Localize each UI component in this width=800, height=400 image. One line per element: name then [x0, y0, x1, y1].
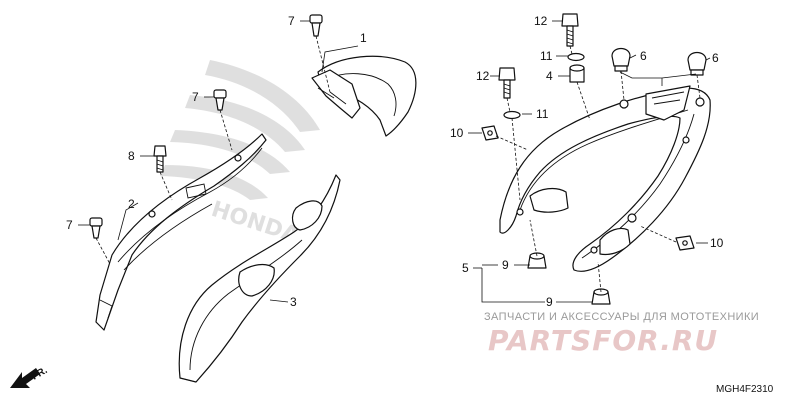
washer-icon: [567, 52, 585, 62]
washer-icon: [503, 110, 521, 120]
callout-9a: 9: [502, 258, 509, 272]
front-label: FR.: [30, 365, 50, 383]
collar-icon: [569, 64, 585, 83]
clip-icon: [89, 217, 103, 239]
nut-clip-icon: [675, 235, 695, 251]
callout-5: 5: [462, 261, 469, 275]
cap-icon: [687, 51, 707, 76]
watermark: ЗАПЧАСТИ И АКСЕССУАРЫ ДЛЯ МОТОТЕХНИКИ PA…: [484, 311, 759, 357]
leader-lines-left: [78, 20, 359, 303]
cap-icon: [611, 47, 631, 72]
callout-labels: 1 2 3 4 5 6 6 7 7 7 8 9 9 10 10 11 11 12…: [66, 14, 724, 309]
front-direction-arrow: FR.: [10, 365, 50, 388]
watermark-brand: PARTSFOR.RU: [488, 324, 718, 357]
right-side-panel-part: [178, 174, 341, 383]
left-side-panel-part: [95, 133, 267, 331]
watermark-tagline: ЗАПЧАСТИ И АКСЕССУАРЫ ДЛЯ МОТОТЕХНИКИ: [484, 311, 759, 323]
callout-7a: 7: [288, 14, 295, 28]
leader-lines-right: [468, 20, 711, 303]
callout-9b: 9: [546, 295, 553, 309]
callout-7b: 7: [192, 90, 199, 104]
callout-12b: 12: [476, 69, 490, 83]
callout-8: 8: [128, 149, 135, 163]
callout-10a: 10: [450, 126, 464, 140]
bolt-icon: [153, 145, 167, 173]
fastener-group-left: [89, 14, 323, 239]
callout-7c: 7: [66, 218, 73, 232]
callout-6b: 6: [712, 51, 719, 65]
callout-2: 2: [128, 197, 135, 211]
diagram-code: MGH4F2310: [716, 384, 774, 395]
nut-clip-icon: [481, 125, 499, 141]
callout-10b: 10: [710, 236, 724, 250]
callout-3: 3: [290, 295, 297, 309]
rear-cover-part: [311, 55, 417, 137]
callout-11b: 11: [536, 107, 549, 121]
callout-6a: 6: [640, 49, 647, 63]
callout-1: 1: [360, 31, 367, 45]
grab-rail-part: [499, 85, 711, 272]
clip-icon: [309, 14, 323, 37]
clip-icon: [213, 89, 227, 111]
callout-4: 4: [546, 69, 553, 83]
callout-11a: 11: [540, 49, 553, 63]
fastener-group-right: [481, 13, 707, 305]
arrow-icon: [10, 368, 40, 388]
callout-12a: 12: [534, 14, 548, 28]
bolt-icon: [561, 13, 579, 47]
bolt-icon: [498, 67, 516, 99]
